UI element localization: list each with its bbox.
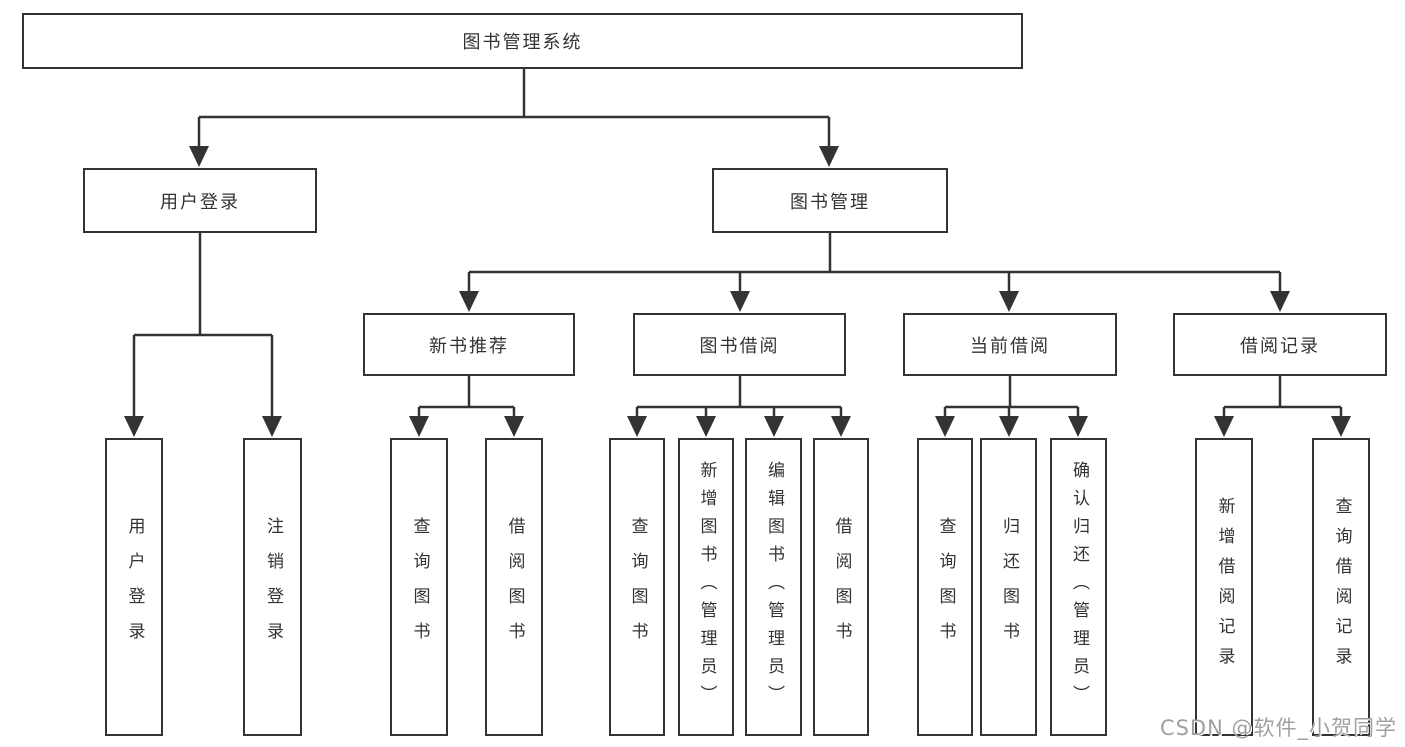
arrowhead [189,146,209,167]
watermark: CSDN @软件_小贺同学 [1159,716,1397,740]
leaf-borrowing-query-books-label: 查询图书 [627,517,648,657]
node-book-management: 图书管理 [712,168,948,233]
leaf-records-add-record-label: 新增借阅记录 [1214,497,1235,677]
leaf-current-return-books-label: 归还图书 [999,517,1019,657]
arrowhead [504,416,524,437]
leaf-logout-label: 注销登录 [263,517,283,657]
leaf-records-add-record: 新增借阅记录 [1195,438,1253,736]
leaf-user-login-label: 用户登录 [124,517,145,657]
node-root: 图书管理系统 [22,13,1023,69]
arrowhead [459,291,479,312]
arrowhead [1331,416,1351,437]
leaf-recommend-borrow-books-label: 借阅图书 [504,517,525,657]
leaf-borrowing-borrow-books: 借阅图书 [813,438,869,736]
leaf-recommend-borrow-books: 借阅图书 [485,438,543,736]
leaf-current-confirm-return: 确认归还（管理员） [1050,438,1107,736]
arrowhead [999,416,1019,437]
leaf-user-login: 用户登录 [105,438,163,736]
arrowhead [1214,416,1234,437]
leaf-borrowing-query-books: 查询图书 [609,438,665,736]
node-book-borrowing-label: 图书借阅 [699,335,780,357]
arrowhead [999,291,1019,312]
arrowhead [124,416,144,437]
arrowhead [627,416,647,437]
arrowhead [764,416,784,437]
leaf-recommend-query-books-label: 查询图书 [409,517,430,657]
node-current-borrowing-label: 当前借阅 [970,335,1050,357]
arrowhead [409,416,429,437]
node-borrowing-records-label: 借阅记录 [1240,335,1320,357]
leaf-logout: 注销登录 [243,438,302,736]
leaf-records-query-record: 查询借阅记录 [1312,438,1370,736]
node-new-book-recommend: 新书推荐 [363,313,575,376]
leaf-records-query-record-label: 查询借阅记录 [1331,497,1352,677]
arrowhead [831,416,851,437]
leaf-borrowing-borrow-books-label: 借阅图书 [831,517,852,657]
node-user-login: 用户登录 [83,168,317,233]
leaf-current-return-books: 归还图书 [980,438,1037,736]
arrowhead [1068,416,1088,437]
leaf-borrowing-edit-books: 编辑图书（管理员） [745,438,802,736]
leaf-current-confirm-return-label: 确认归还（管理员） [1069,461,1089,713]
arrowhead [1270,291,1290,312]
node-book-borrowing: 图书借阅 [633,313,846,376]
node-borrowing-records: 借阅记录 [1173,313,1387,376]
arrowhead [696,416,716,437]
arrowhead [819,146,839,167]
arrowheads [124,146,1351,437]
leaf-current-query-books-label: 查询图书 [935,517,956,657]
node-root-label: 图书管理系统 [462,32,583,53]
node-new-book-recommend-label: 新书推荐 [429,335,509,357]
node-book-management-label: 图书管理 [790,191,870,213]
arrowhead [935,416,955,437]
node-user-login-label: 用户登录 [160,191,240,213]
leaf-borrowing-edit-books-label: 编辑图书（管理员） [764,461,784,713]
leaf-current-query-books: 查询图书 [917,438,973,736]
leaf-borrowing-add-books: 新增图书（管理员） [678,438,734,736]
arrowhead [730,291,750,312]
leaf-borrowing-add-books-label: 新增图书（管理员） [696,461,717,713]
node-current-borrowing: 当前借阅 [903,313,1117,376]
leaf-recommend-query-books: 查询图书 [390,438,448,736]
arrowhead [262,416,282,437]
